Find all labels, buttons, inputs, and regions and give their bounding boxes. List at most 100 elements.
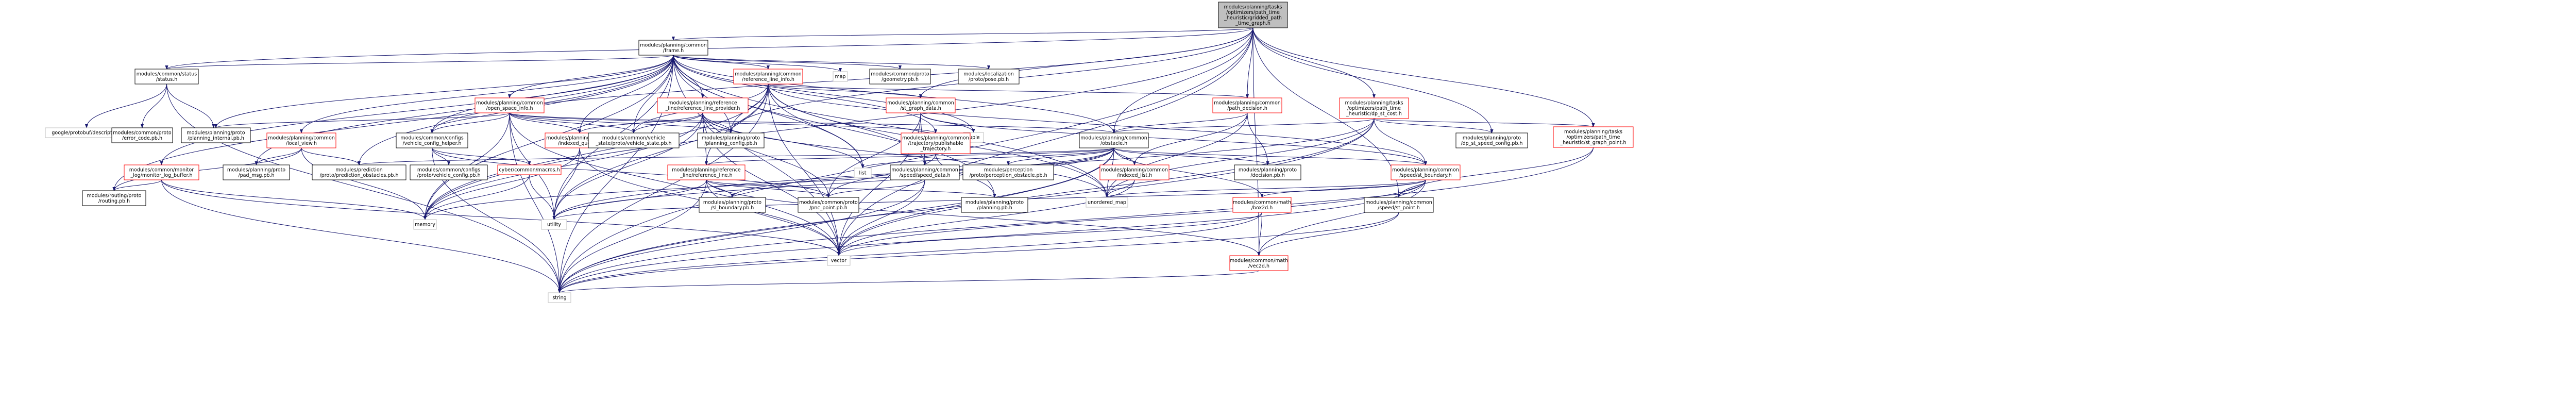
node-label-line: /optimizers/path_time [1347, 106, 1401, 111]
node-box [410, 164, 488, 180]
edge-ref-line-provider-to-unordered-map [702, 112, 1109, 198]
graph-node-box2d[interactable]: modules/common/math/box2d.h [1232, 197, 1292, 213]
graph-node-pad-msg-pb[interactable]: modules/planning/proto/pad_msg.pb.h [223, 164, 290, 180]
graph-node-error-code-pb[interactable]: modules/common/proto/error_code.pb.h [111, 127, 173, 143]
graph-node-dp-st-cost[interactable]: modules/planning/tasks/optimizers/path_t… [1339, 97, 1409, 119]
node-box [833, 71, 848, 82]
graph-node-open-space-info[interactable]: modules/planning/common/open_space_info.… [474, 97, 545, 113]
graph-node-macros[interactable]: cyber/common/macros.h [497, 164, 562, 175]
edge-vehicle-config-helper-to-vehicle-config-pb [432, 147, 450, 165]
edge-open-space-info-to-planning-config-pb [509, 112, 733, 133]
graph-node-root[interactable]: modules/planning/tasks/optimizers/path_t… [1218, 2, 1288, 28]
edge-st-graph-point-to-string [558, 147, 1594, 293]
node-box [82, 190, 146, 206]
graph-node-indexed-list[interactable]: modules/planning/common/indexed_list.h [1099, 164, 1170, 180]
edge-monitor-log-buffer-to-routing-pb [112, 179, 162, 191]
edge-path-decision-to-decision-pb [1247, 112, 1269, 165]
node-label-line: modules/planning/common [546, 136, 613, 141]
edge-path-decision-to-unordered-map [1105, 112, 1248, 198]
graph-node-st-boundary[interactable]: modules/planning/common/speed/st_boundar… [1391, 164, 1461, 180]
graph-node-frame[interactable]: modules/planning/common/frame.h [638, 40, 708, 56]
graph-node-routing-pb[interactable]: modules/routing/proto/routing.pb.h [82, 190, 146, 206]
graph-node-st-graph-point[interactable]: modules/planning/tasks/optimizers/path_t… [1553, 126, 1634, 148]
graph-node-prediction-obstacles-pb[interactable]: modules/prediction/proto/prediction_obst… [312, 164, 406, 180]
node-box [886, 97, 956, 113]
node-label-line: /dp_st_speed_config.pb.h [1461, 141, 1522, 146]
edge-frame-to-status [165, 55, 674, 70]
graph-node-decision-pb[interactable]: modules/planning/proto/decision.pb.h [1234, 164, 1301, 180]
edge-st-graph-data-to-pnc-point-pb [827, 112, 921, 198]
node-label-line: /frame.h [663, 48, 684, 54]
node-label-line: _line/reference_line.h [680, 173, 732, 178]
node-box [1086, 197, 1128, 208]
graph-node-path-decision[interactable]: modules/planning/common/path_decision.h [1212, 97, 1282, 113]
graph-node-vec2d[interactable]: modules/common/math/vec2d.h [1229, 255, 1289, 271]
node-label-line: modules/planning/common [268, 136, 335, 141]
edge-box2d-to-string [558, 212, 1262, 293]
edge-st-graph-point-to-speed-st-point [1397, 147, 1594, 198]
graph-node-st-graph-data[interactable]: modules/planning/common/st_graph_data.h [886, 97, 956, 113]
graph-node-perception-obstacle-pb[interactable]: modules/perception/proto/perception_obst… [962, 164, 1054, 180]
node-label-line: modules/common/proto [113, 130, 172, 136]
node-label-line: /proto/vehicle_config.pb.h [417, 173, 480, 178]
graph-node-reference-line[interactable]: modules/planning/reference_line/referenc… [667, 164, 745, 180]
node-label-line: modules/common/monitor [129, 168, 194, 173]
graph-node-planning-internal-pb[interactable]: modules/planning/proto/planning_internal… [181, 127, 251, 143]
graph-node-geometry-pb[interactable]: modules/common/proto/geometry.pb.h [869, 69, 931, 85]
graph-node-monitor-log-buffer[interactable]: modules/common/monitor_log/monitor_log_b… [124, 164, 199, 180]
node-box [827, 255, 851, 266]
node-label-line: /path_decision.h [1227, 106, 1267, 111]
node-label-line: modules/planning/common [902, 136, 969, 141]
graph-node-vehicle-config-pb[interactable]: modules/common/configs/proto/vehicle_con… [410, 164, 488, 180]
node-box [474, 97, 545, 113]
edge-box2d-to-vector [837, 212, 1262, 256]
edge-frame-to-indexed-queue [578, 55, 674, 133]
graph-node-speed-data[interactable]: modules/planning/common/speed/speed_data… [890, 164, 960, 180]
graph-node-dp-st-speed-config-pb[interactable]: modules/planning/proto/dp_st_speed_confi… [1455, 132, 1528, 148]
edge-frame-to-planning-config-pb [673, 55, 733, 133]
edge-box2d-to-vec2d [1257, 212, 1262, 256]
node-label-line: /vec2d.h [1248, 263, 1269, 269]
graph-node-planning-pb[interactable]: modules/planning/proto/planning.pb.h [961, 197, 1028, 213]
edge-st-graph-data-to-st-boundary [920, 112, 1427, 165]
node-box [657, 97, 749, 113]
graph-node-ref-line-provider[interactable]: modules/planning/reference_line/referenc… [657, 97, 749, 113]
edge-refline-info-to-path-decision [768, 83, 1249, 98]
node-box [699, 197, 766, 213]
edge-speed-data-to-string [558, 179, 925, 293]
graph-node-vehicle-config-helper[interactable]: modules/common/configs/vehicle_config_he… [396, 132, 468, 148]
node-label-line: modules/planning/proto [702, 136, 760, 141]
node-box [124, 164, 199, 180]
edge-refline-info-to-string [558, 83, 769, 293]
graph-node-status[interactable]: modules/common/status/status.h [134, 69, 199, 85]
edge-open-space-info-to-indexed-queue [509, 112, 581, 133]
node-label-line: google/protobuf/descriptor.h [52, 130, 121, 136]
graph-node-publishable-trajectory[interactable]: modules/planning/common/trajectory/publi… [901, 132, 971, 154]
graph-node-planning-config-pb[interactable]: modules/planning/proto/planning_config.p… [697, 132, 765, 148]
graph-node-list: list [854, 168, 872, 178]
node-box [961, 197, 1028, 213]
graph-node-speed-st-point[interactable]: modules/planning/common/speed/st_point.h [1364, 197, 1434, 213]
node-label-line: modules/common/configs [417, 168, 480, 173]
graph-node-unordered-map: unordered_map [1086, 197, 1128, 208]
edge-st-graph-data-to-tuple [920, 112, 975, 133]
node-label-line: /sl_boundary.pb.h [711, 205, 754, 211]
graph-node-local-view[interactable]: modules/planning/common/local_view.h [266, 132, 336, 148]
node-box [548, 292, 571, 303]
graph-node-refline-info[interactable]: modules/planning/common/reference_line_i… [733, 69, 803, 85]
edge-monitor-log-buffer-to-string [161, 179, 561, 293]
edge-st-boundary-to-box2d [1260, 179, 1426, 198]
graph-node-vehicle-state-pb[interactable]: modules/common/vehicle_state/proto/vehic… [588, 132, 680, 148]
graph-node-sl-boundary-pb[interactable]: modules/planning/proto/sl_boundary.pb.h [699, 197, 766, 213]
node-box [667, 164, 745, 180]
node-label-line: /local_view.h [286, 141, 317, 146]
edge-speed-data-to-pnc-point-pb [827, 179, 925, 198]
graph-node-pnc-point-pb[interactable]: modules/common/proto/pnc_point.pb.h [798, 197, 859, 213]
edge-reference-line-to-pnc-point-pb [706, 179, 830, 198]
edge-status-to-error-code-pb [141, 83, 167, 128]
graph-node-obstacle[interactable]: modules/planning/common/obstacle.h [1079, 132, 1149, 148]
edge-dp-st-cost-to-unordered-map [1105, 118, 1375, 198]
node-label-line: modules/planning/tasks [1224, 5, 1282, 10]
node-box [312, 164, 406, 180]
graph-node-pose-pb[interactable]: modules/localization/proto/pose.pb.h [958, 69, 1020, 85]
